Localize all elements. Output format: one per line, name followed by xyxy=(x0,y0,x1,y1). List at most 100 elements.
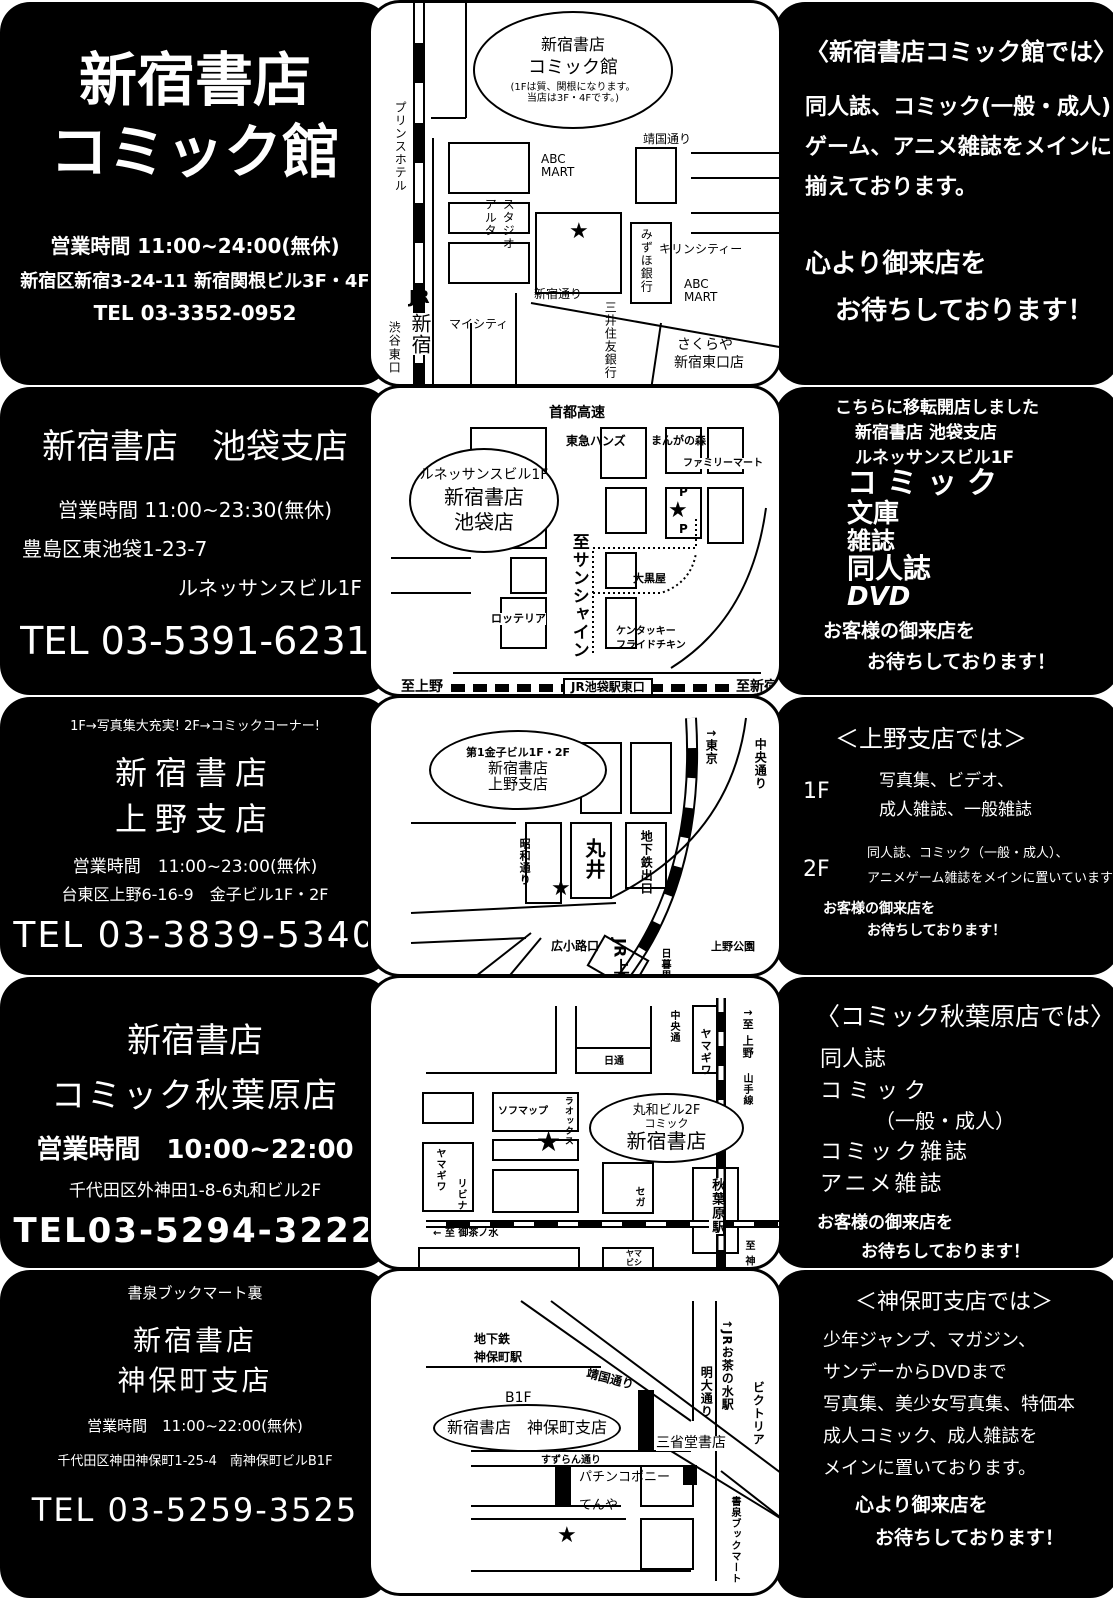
shop-callout: 新宿書店 コミック館 (1Fは質、関根になります。 当店は3F・4Fです。) xyxy=(473,11,673,129)
callout-text: 新宿書店 xyxy=(444,485,524,510)
promo-line: ゲーム、アニメ雑誌をメインに xyxy=(805,135,1112,160)
shop-callout: ルネッサンスビル1F 新宿書店 池袋店 xyxy=(409,448,559,553)
map-label: セガ xyxy=(633,1186,644,1208)
shop-jimbocho: 書泉ブックマート裏 新宿書店 神保町支店 営業時間 11:00~22:00(無休… xyxy=(0,1268,1113,1600)
map-label: 書泉ブックマート xyxy=(729,1496,740,1584)
callout-text: 上野支店 xyxy=(487,775,548,794)
map-label: マイシティ xyxy=(449,317,509,331)
shop-comic-kan: 新宿書店 コミック館 営業時間 11:00~24:00(無休) 新宿区新宿3-2… xyxy=(0,0,1113,387)
shop-promo-panel: ＜神保町支店では＞ 少年ジャンプ、マガジン、 サンデーからDVDまで 写真集、美… xyxy=(775,1270,1113,1598)
shop-info-panel: 書泉ブックマート裏 新宿書店 神保町支店 営業時間 11:00~22:00(無休… xyxy=(0,1270,390,1598)
map-label: 日暮里↓ xyxy=(659,948,670,977)
shop-title: 新宿書店 xyxy=(78,46,311,114)
shop-promo-panel: ＜上野支店では＞ 1F 写真集、ビデオ、 成人雑誌、一般雑誌 2F 同人誌、コミ… xyxy=(775,697,1113,975)
map-label: 中央通 xyxy=(668,1010,679,1043)
promo-line: サンデーからDVDまで xyxy=(823,1362,1007,1383)
promo-item: 雑誌 xyxy=(847,527,895,555)
map-label: てんや xyxy=(579,1498,619,1513)
tel: TEL 03-5391-6231 xyxy=(20,619,370,663)
floor-label: 1F xyxy=(803,779,830,804)
shop-callout: 丸和ビル2F コミック 新宿書店 xyxy=(589,1093,744,1163)
floor-label: 2F xyxy=(803,857,830,882)
promo-line: コミック雑誌 xyxy=(820,1140,971,1165)
map-ikebukuro: 首都高速 東急ハンズ まんがの森 ファミリーマート ルネッサンスビル1F 新宿書… xyxy=(368,385,782,697)
shop-title: 新宿書店 xyxy=(132,1324,257,1357)
map-label: 首都高速 xyxy=(549,405,605,421)
shop-title: 上野支店 xyxy=(114,800,275,838)
map-label: 明大通り xyxy=(699,1366,714,1418)
hours: 営業時間 10:00~22:00 xyxy=(36,1135,354,1165)
map-label: 新宿東口店 xyxy=(674,355,744,371)
tel: TEL 03-3839-5340 xyxy=(13,915,377,956)
promo-line: 写真集、ビデオ、 xyxy=(879,771,1014,791)
map-label: 東急ハンズ xyxy=(566,434,626,448)
map-label: ソフマップ xyxy=(498,1106,548,1117)
promo-heading: 〈コミック秋葉原店では〉 xyxy=(815,1002,1113,1031)
shop-title: 新宿書店 xyxy=(114,754,275,792)
shop-info-panel: 新宿書店 コミック秋葉原店 営業時間 10:00~22:00 千代田区外神田1-… xyxy=(0,977,390,1268)
promo-line: 同人誌、コミック（一般・成人）、 xyxy=(867,846,1069,861)
tel: TEL 03-5259-3525 xyxy=(31,1491,359,1529)
map-label: 至新宿 xyxy=(736,679,778,695)
parking-label: P xyxy=(679,522,688,536)
promo-line: こちらに移転開店しました xyxy=(835,398,1039,418)
map-label: 中央通り xyxy=(753,738,768,790)
map-label: ABC MART xyxy=(541,152,575,180)
shop-title: コミック秋葉原店 xyxy=(51,1076,339,1116)
shop-title: コミック館 xyxy=(49,118,340,186)
promo-line: お待ちしております！ xyxy=(835,296,1094,326)
map-jimbocho: 地下鉄 神保町駅 靖国通り B1F 新宿書店 神保町支店 明大通り ↑JRお茶の… xyxy=(368,1268,782,1596)
map-label: 新宿通り xyxy=(534,287,583,301)
map-label: JR上野 xyxy=(610,938,630,977)
map-label: ABC MART xyxy=(684,277,718,305)
map-label: 上野公園 xyxy=(711,940,755,953)
map-label: ↑至 上野 xyxy=(741,1008,755,1060)
map-akihabara: 中央通 ヤマギワ ↑至 上野 日通 山手線 ソフマップ ラオックス 丸和ビル2F… xyxy=(368,975,782,1270)
address: 千代田区神田神保町1-25-4 南神保町ビルB1F xyxy=(57,1454,333,1469)
promo-heading: ＜神保町支店では＞ xyxy=(855,1290,1054,1315)
promo-line: （一般・成人） xyxy=(875,1109,1015,1133)
map-label: 広小路口 xyxy=(551,939,600,953)
map-label: ↑JRお茶の水駅 xyxy=(720,1319,735,1411)
promo-line: コミック xyxy=(820,1079,933,1104)
hours: 営業時間 11:00~23:00(無休) xyxy=(72,857,318,877)
tagline: 1F→写真集大充実! 2F→コミックコーナー! xyxy=(70,719,320,734)
callout-text: 新宿書店 xyxy=(487,758,548,777)
shop-star-icon: ★ xyxy=(569,219,589,244)
shop-star-icon: ★ xyxy=(536,1125,562,1158)
shop-info-panel: 1F→写真集大充実! 2F→コミックコーナー! 新宿書店 上野支店 営業時間 1… xyxy=(0,697,390,975)
hours: 営業時間 11:00~24:00(無休) xyxy=(50,234,340,258)
map-label: フライドチキン xyxy=(616,640,686,651)
promo-line: アニメゲーム雑誌をメインに置いています xyxy=(867,871,1113,886)
promo-line: 成人コミック、成人雑誌を xyxy=(823,1426,1038,1447)
shop-callout: 第1金子ビル1F・2F 新宿書店 上野支店 xyxy=(429,730,607,810)
map-label: 渋谷 xyxy=(387,321,402,347)
map-shinjuku: 新宿書店 コミック館 (1Fは質、関根になります。 当店は3F・4Fです。) ★… xyxy=(368,0,782,387)
hours: 営業時間 11:00~22:00(無休) xyxy=(87,1417,303,1435)
callout-text: 新宿書店 xyxy=(626,1129,707,1154)
promo-item: 同人誌 xyxy=(847,552,932,585)
promo-line: 揃えております。 xyxy=(805,175,978,200)
shop-star-icon: ★ xyxy=(557,1523,577,1548)
map-label: B1F xyxy=(505,1390,532,1406)
map-label: 至上野 xyxy=(401,679,443,695)
parking-label: P xyxy=(679,485,688,499)
map-label: 地下鉄 xyxy=(474,1332,511,1346)
promo-item: コミック xyxy=(847,466,1007,501)
map-label: ビクトリア xyxy=(751,1381,766,1446)
map-label: キリンシティー xyxy=(659,242,743,256)
promo-line: お客様の御来店を xyxy=(823,901,935,917)
map-label: ヤマギワ xyxy=(699,1028,713,1076)
map-label: まんがの森 xyxy=(651,434,706,447)
map-label: JR xyxy=(409,287,430,308)
promo-heading: ＜上野支店では＞ xyxy=(835,725,1027,753)
map-label: 東口 xyxy=(387,348,402,374)
map-label: プリンスホテル xyxy=(393,101,408,192)
callout-text: 丸和ビル2F xyxy=(632,1102,701,1118)
promo-line: お待ちしております！ xyxy=(875,1527,1064,1549)
address: 新宿区新宿3-24-11 新宿関根ビル3F・4F xyxy=(20,271,370,292)
shop-promo-panel: 〈コミック秋葉原店では〉 同人誌 コミック （一般・成人） コミック雑誌 アニメ… xyxy=(775,977,1113,1268)
promo-line: お待ちしております！ xyxy=(867,651,1056,673)
callout-text: 新宿書店 xyxy=(540,35,605,55)
callout-text: 当店は3F・4Fです。) xyxy=(526,92,620,104)
